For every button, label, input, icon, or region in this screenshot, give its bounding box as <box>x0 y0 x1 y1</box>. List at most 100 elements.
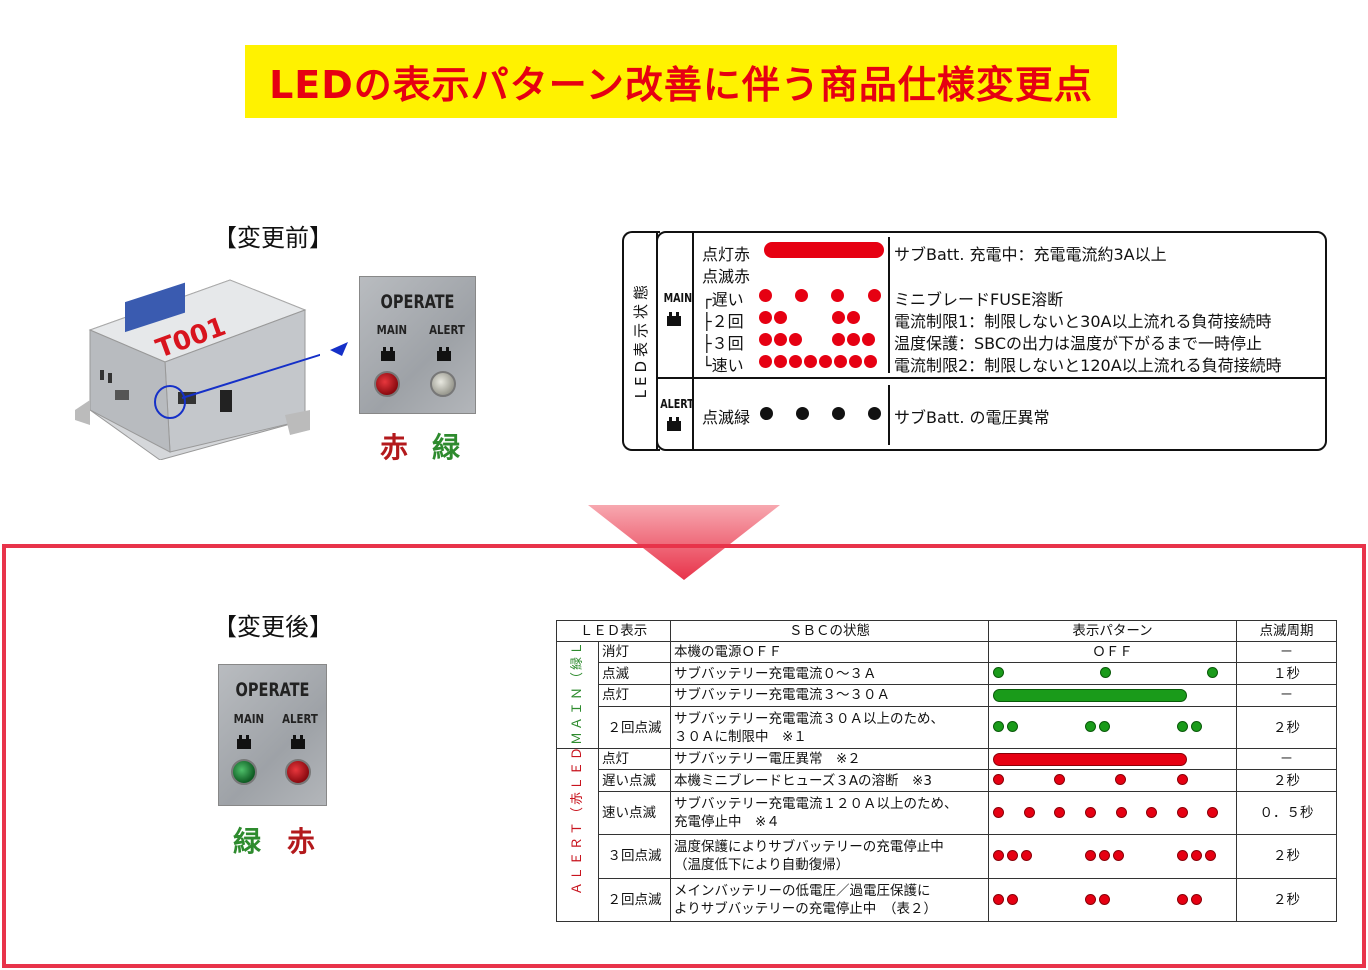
red-dot <box>831 289 844 302</box>
header-state: ＳＢＣの状態 <box>670 619 989 643</box>
pattern-cell <box>988 662 1237 685</box>
old-alert-label: 点滅緑 <box>702 408 751 427</box>
table-row: 速い点滅 サブバッテリー充電電流１２０Ａ以上のため、充電停止中 ※４ ０．５秒 <box>557 790 1337 836</box>
connector-icon <box>437 347 451 361</box>
led-color-green: 緑 <box>233 825 262 858</box>
old-row-label: ┌遅い <box>702 290 744 309</box>
old-row-desc: 電流制限1：制限しないと30A以上流れる負荷接続時 <box>894 312 1272 331</box>
black-dot <box>760 407 773 420</box>
page-title: LEDの表示パターン改善に伴う商品仕様変更点 <box>245 45 1117 118</box>
main-label: MAIN <box>376 323 408 337</box>
red-steady-bar <box>993 753 1187 767</box>
old-row-label: 点灯赤 <box>702 245 751 264</box>
mode-cell: ２回点滅 <box>598 877 671 922</box>
state-cell: 本機の電源ＯＦＦ <box>670 641 989 664</box>
down-arrow-icon <box>588 505 780 580</box>
old-row-label: ├２回 <box>702 312 744 331</box>
green-dot <box>1099 720 1110 732</box>
header-led: ＬＥＤ表示 <box>556 619 671 643</box>
old-row-label: ├３回 <box>702 334 744 353</box>
red-led-icon <box>285 759 311 785</box>
red-dot <box>862 333 875 346</box>
state-cell-line2: （温度低下により自動復帰） <box>674 857 850 874</box>
state-cell: サブバッテリー充電電流３～３０Ａ <box>670 683 989 707</box>
red-dot <box>1085 893 1096 905</box>
old-led-spec-label: LED表示状態 MAIN ALERT 点灯赤 サブBatt. 充電中：充電電流約… <box>622 231 1327 451</box>
old-row-desc: 温度保護：SBCの出力は温度が下がるまで一時停止 <box>894 334 1263 353</box>
operate-title: OPERATE <box>380 291 455 313</box>
green-dot <box>1085 720 1096 732</box>
red-dot <box>868 289 881 302</box>
before-label: 【変更前】 <box>213 224 333 252</box>
red-dot <box>1085 850 1096 862</box>
red-dot <box>1116 806 1127 818</box>
pattern-cell <box>988 748 1237 771</box>
red-dot <box>819 355 832 368</box>
red-dot <box>774 333 787 346</box>
table-header-row: ＬＥＤ表示 ＳＢＣの状態 表示パターン 点滅周期 <box>556 619 1337 643</box>
red-dot <box>759 311 772 324</box>
after-label: 【変更後】 <box>213 613 333 641</box>
alert-label: ALERT <box>429 323 465 337</box>
new-led-spec-table: ＬＥＤ表示 ＳＢＣの状態 表示パターン 点滅周期 ＭＡＩＮ（緑ＬＥＤ） 消灯 本… <box>556 619 1337 922</box>
alert-group-label: ＡＬＥＲＴ（赤ＬＥＤ） <box>569 748 585 896</box>
pattern-cell: ＯＦＦ <box>988 641 1237 664</box>
red-dot <box>1099 850 1110 862</box>
red-dot <box>1205 850 1216 862</box>
period-cell: ２秒 <box>1236 769 1337 792</box>
red-dot <box>774 311 787 324</box>
red-dot <box>804 355 817 368</box>
connector-icon <box>237 735 251 749</box>
black-dot <box>868 407 881 420</box>
pointer-arrowhead-icon <box>330 342 348 356</box>
red-dot <box>1054 806 1065 818</box>
pattern-cell <box>988 683 1237 707</box>
red-dot <box>1191 893 1202 905</box>
green-dot <box>1100 667 1111 679</box>
red-dot <box>847 311 860 324</box>
table-row: 点滅 サブバッテリー充電電流０～３Ａ １秒 <box>557 662 1337 685</box>
red-dot <box>834 355 847 368</box>
alert-label: ALERT <box>282 712 318 726</box>
period-cell: ０．５秒 <box>1236 790 1337 836</box>
device-photo: T001 <box>75 279 320 460</box>
red-dot <box>1177 893 1188 905</box>
red-dot <box>1054 774 1065 786</box>
connector-icon <box>667 312 681 326</box>
period-cell: － <box>1236 748 1337 771</box>
red-dot <box>993 893 1004 905</box>
red-dot <box>1146 806 1157 818</box>
red-dot <box>1115 774 1126 786</box>
red-dot <box>1113 850 1124 862</box>
state-cell: メインバッテリーの低電圧／過電圧保護に <box>674 882 931 899</box>
state-cell-line2: よりサブバッテリーの充電停止中 （表２） <box>674 900 937 917</box>
pattern-cell <box>988 790 1237 836</box>
period-cell: － <box>1236 641 1337 664</box>
old-alert-desc: サブBatt. の電圧異常 <box>894 408 1050 427</box>
alert-label: ALERT <box>660 397 694 411</box>
mode-cell: ３回点滅 <box>598 834 671 879</box>
connector-icon <box>667 417 681 431</box>
state-cell: サブバッテリー電圧異常 ※２ <box>670 748 989 771</box>
red-dot <box>1021 850 1032 862</box>
state-cell: サブバッテリー充電電流３０Ａ以上のため、 <box>674 710 944 727</box>
red-dot <box>993 774 1004 786</box>
state-cell: 温度保護によりサブバッテリーの充電停止中 <box>674 839 944 856</box>
table-row: ３回点滅 温度保護によりサブバッテリーの充電停止中（温度低下により自動復帰） ２… <box>557 834 1337 879</box>
red-dot <box>1024 806 1035 818</box>
table-row: ２回点滅 メインバッテリーの低電圧／過電圧保護によりサブバッテリーの充電停止中 … <box>557 877 1337 922</box>
led-color-red: 赤 <box>287 825 316 858</box>
table-row: 点灯 サブバッテリー充電電流３～３０Ａ － <box>557 683 1337 707</box>
mode-cell: 点灯 <box>598 748 671 771</box>
red-dot <box>774 355 787 368</box>
red-led-icon <box>374 371 400 397</box>
old-row-desc: 電流制限2：制限しないと120A以上流れる負荷接続時 <box>894 356 1282 375</box>
pattern-cell <box>988 769 1237 792</box>
table-row: ２回点滅 サブバッテリー充電電流３０Ａ以上のため、３０Ａに制限中 ※１ ２秒 <box>557 705 1337 750</box>
table-row: ＭＡＩＮ（緑ＬＥＤ） 消灯 本機の電源ＯＦＦ ＯＦＦ － <box>556 641 1337 750</box>
period-cell: ２秒 <box>1236 877 1337 922</box>
red-dot <box>847 333 860 346</box>
green-dot <box>1207 667 1218 679</box>
old-row-desc: ミニブレードFUSE溶断 <box>894 290 1064 309</box>
red-dot <box>1177 850 1188 862</box>
